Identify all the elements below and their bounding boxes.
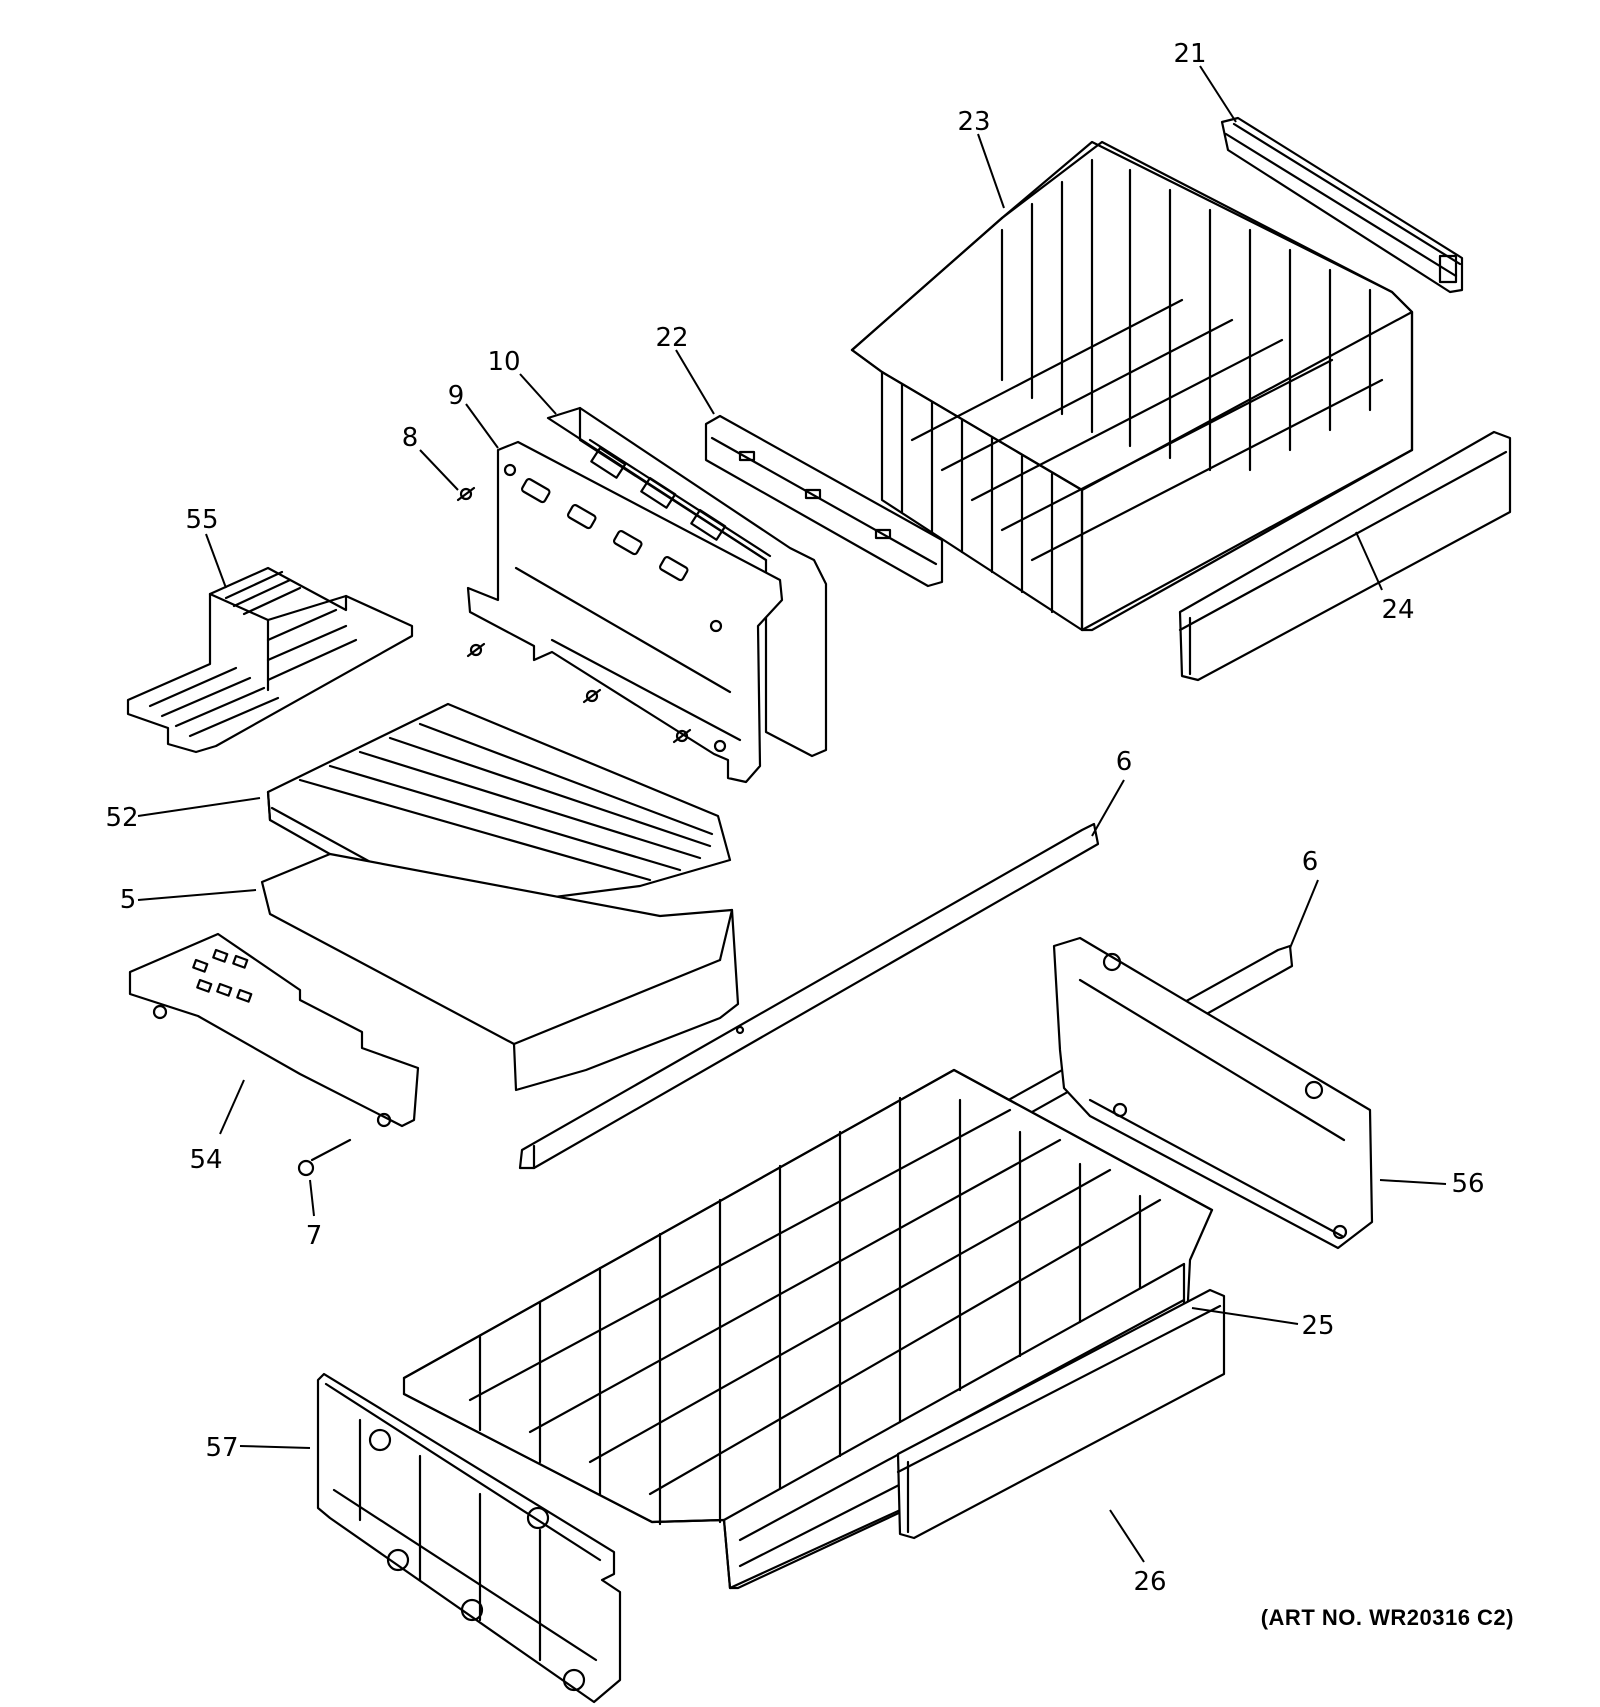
part-22-rail [704, 414, 944, 588]
callout-56: 56 [1451, 1169, 1484, 1199]
part-56-bracket [1052, 936, 1374, 1250]
callout-23: 23 [957, 107, 990, 137]
part-8-screws [456, 486, 692, 744]
callout-25: 25 [1301, 1311, 1334, 1341]
callout-7: 7 [306, 1221, 323, 1251]
part-6-rail-upper [518, 822, 1100, 1170]
art-number-label: (ART NO. WR20316 C2) [1260, 1605, 1514, 1630]
callout-22: 22 [655, 323, 688, 353]
callout-26: 26 [1133, 1567, 1166, 1597]
callout-8: 8 [402, 423, 419, 453]
callout-10: 10 [487, 347, 520, 377]
callout-57: 57 [205, 1433, 238, 1463]
part-21-rail [1220, 116, 1464, 294]
callout-54: 54 [189, 1145, 222, 1175]
callout-9: 9 [448, 381, 465, 411]
part-24-cover [1178, 430, 1512, 682]
part-55-rack [126, 566, 414, 754]
part-26-cover [896, 1288, 1226, 1540]
part-57-bracket [316, 1372, 622, 1704]
part-9-panel [466, 440, 784, 784]
callout-52: 52 [105, 803, 138, 833]
part-7-screw [297, 1138, 352, 1177]
callout-55: 55 [185, 505, 218, 535]
callout-24: 24 [1381, 595, 1414, 625]
callout-21: 21 [1173, 39, 1206, 69]
part-5-pan [260, 852, 740, 1092]
callout-5: 5 [120, 885, 137, 915]
callout-labels: 21 23 22 10 9 8 55 24 52 5 6 6 54 7 56 2… [105, 39, 1484, 1597]
leader-lines [137, 65, 1447, 1563]
part-23-upper-wire-basket [850, 140, 1414, 632]
part-54-bracket [128, 932, 420, 1128]
callout-6-lower: 6 [1302, 847, 1319, 877]
callout-6-upper: 6 [1116, 747, 1133, 777]
